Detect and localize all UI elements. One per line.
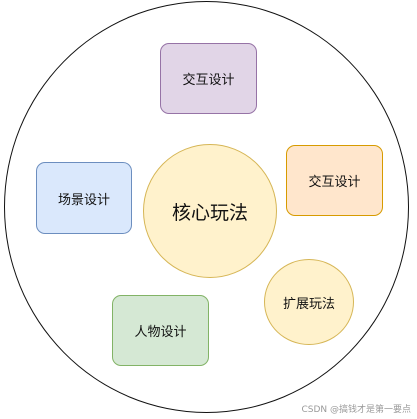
node-label: 交互设计 [308,175,361,190]
node-label: 核心玩法 [171,201,248,224]
node-label: 场景设计 [57,192,110,208]
node-label: 人物设计 [134,325,187,340]
node-extended-gameplay: 扩展玩法 [264,259,354,345]
node-core-gameplay: 核心玩法 [143,144,277,278]
node-character-design: 人物设计 [112,295,209,366]
node-interaction-design-right: 交互设计 [286,145,383,216]
watermark: CSDN @搞钱才是第一要点 [301,405,411,415]
node-label: 扩展玩法 [282,296,335,312]
node-label: 交互设计 [182,73,235,88]
node-interaction-design-top: 交互设计 [160,43,257,114]
node-scene-design: 场景设计 [36,162,132,234]
